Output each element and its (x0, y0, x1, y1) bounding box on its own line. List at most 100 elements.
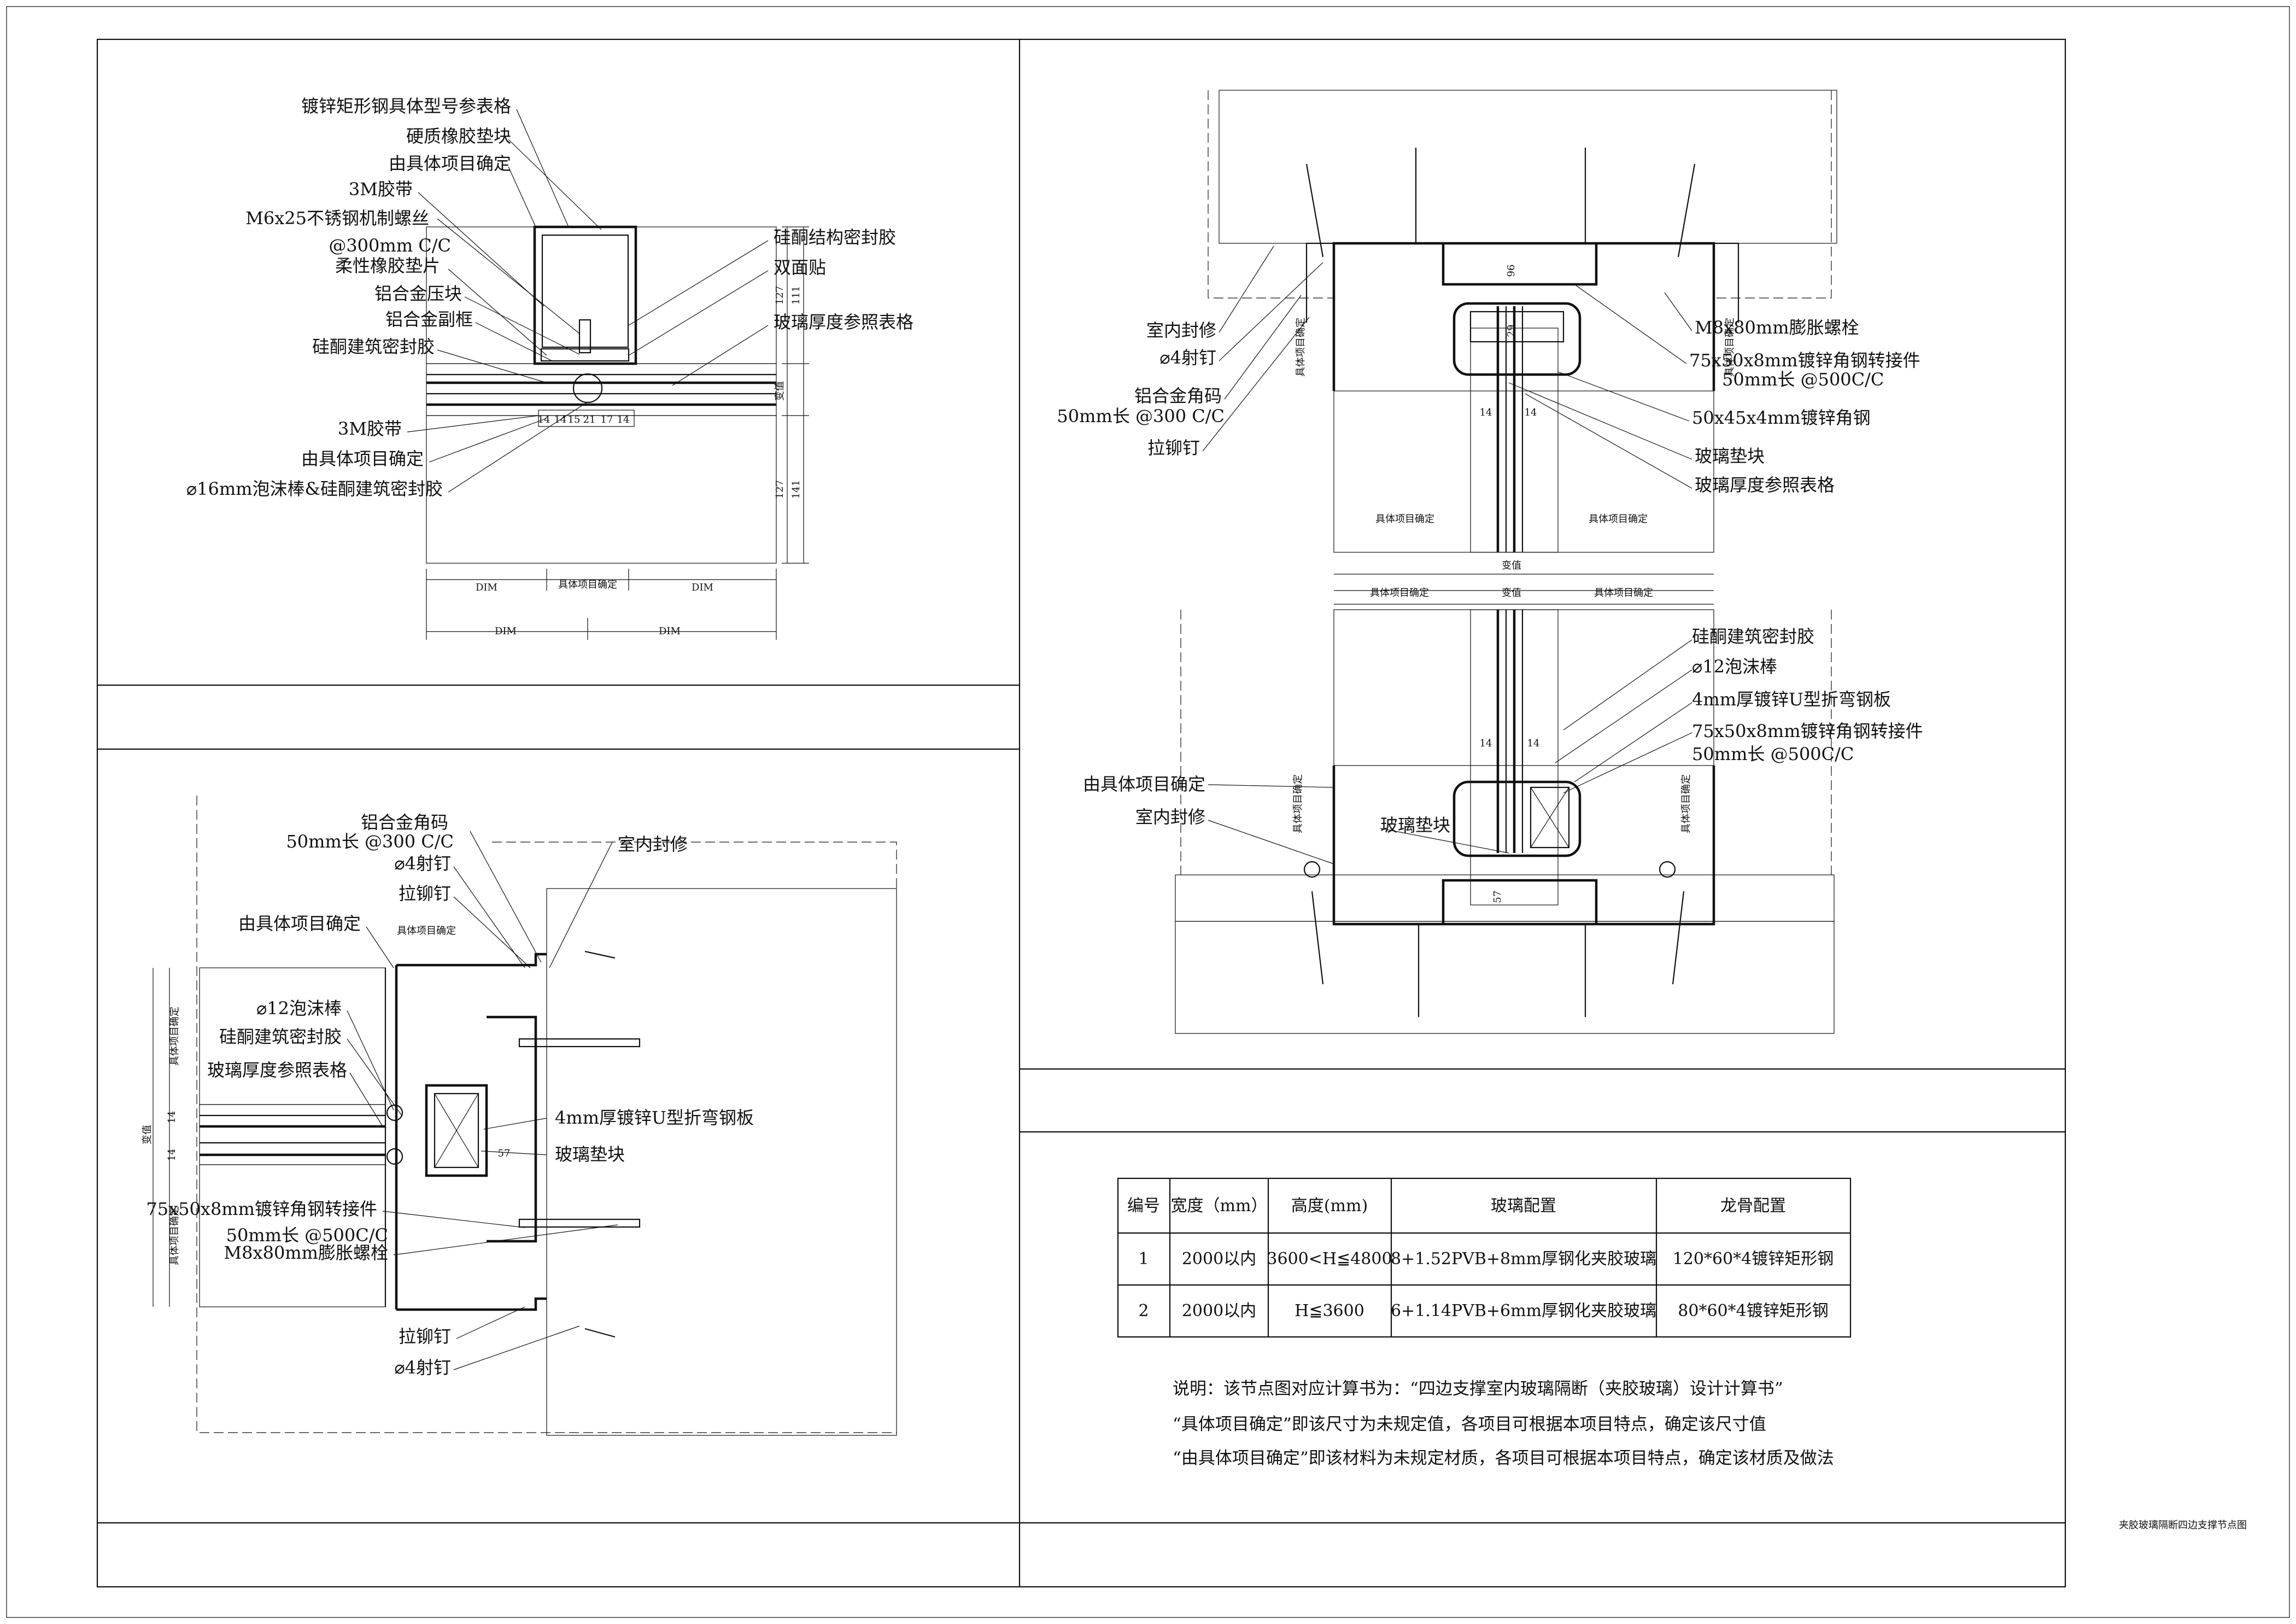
bl-label: 50mm长 @300 C/C (286, 831, 454, 852)
table-header-cell: 玻璃配置 (1491, 1196, 1556, 1216)
tr-left-label: 50mm长 @300 C/C (1057, 406, 1225, 427)
tl-right-label: 硅酮结构密封胶 (774, 227, 896, 248)
table-cell: 2000以内 (1182, 1249, 1256, 1269)
detail-top-left (407, 109, 809, 640)
bl-label: 铝合金角码 (361, 812, 448, 833)
br-top-dim: 具体项目确定 (1594, 587, 1653, 599)
tl-dim: 15 (568, 414, 581, 425)
tr-right-label: M8x80mm膨胀螺栓 (1695, 317, 1859, 338)
tl-label: 柔性橡胶垫片 (335, 255, 440, 276)
bl-label: ⌀12泡沫棒 (256, 998, 342, 1019)
br-dim: 14 (1480, 738, 1492, 749)
table-header-cell: 编号 (1127, 1196, 1160, 1216)
detail-bottom-left (153, 796, 897, 1436)
br-dim: 具体项目确定 (1680, 774, 1692, 833)
br-dim: 具体项目确定 (1292, 774, 1304, 833)
tr-dim: 96 (1506, 265, 1517, 277)
tl-bottom-dim: 具体项目确定 (558, 579, 617, 591)
tl-right-label: 玻璃厚度参照表格 (774, 312, 913, 332)
tl-label: 硬质橡胶垫块 (406, 126, 511, 147)
bl-label: ⌀4射钉 (394, 853, 451, 874)
tl-dim: 127 (774, 286, 786, 305)
br-left-label: 由具体项目确定 (1083, 774, 1205, 795)
tr-right-label: 50mm长 @500C/C (1722, 369, 1884, 390)
bl-right-label: 4mm厚镀锌U型折弯钢板 (555, 1107, 754, 1128)
tr-dim: 14 (1480, 407, 1492, 418)
bl-dim: 具体项目确定 (169, 1007, 180, 1066)
tr-left-label: 铝合金角码 (1134, 385, 1222, 406)
br-left-label: 室内封修 (1135, 807, 1205, 827)
note-line: “由具体项目确定”即该材料为未规定材质，各项目可根据本项目特点，确定该材质及做法 (1173, 1448, 1834, 1468)
table-cell: H≦3600 (1295, 1301, 1364, 1321)
tl-label: @300mm C/C (329, 235, 451, 256)
tl-bottom-dim: DIM (692, 582, 713, 593)
tr-left-label: 室内封修 (1146, 320, 1216, 341)
detail-bottom-right (1175, 590, 1835, 1034)
tr-dim: 具体项目确定 (1375, 513, 1434, 525)
tr-right-label: 玻璃垫块 (1695, 446, 1765, 466)
bl-dim: 具体项目确定 (169, 1206, 180, 1265)
table-cell: 120*60*4镀锌矩形钢 (1673, 1249, 1834, 1269)
table-cell: 6+1.14PVB+6mm厚钢化夹胶玻璃 (1391, 1301, 1656, 1321)
tr-dim: 具体项目确定 (1295, 318, 1307, 377)
table-header-cell: 龙骨配置 (1720, 1196, 1786, 1216)
tr-left-label: 拉铆钉 (1147, 437, 1200, 458)
table-cell: 1 (1138, 1249, 1149, 1269)
tl-label: 镀锌矩形钢具体型号参表格 (301, 96, 511, 116)
tl-dim: 17 (601, 414, 613, 425)
tl-label: M6x25不锈钢机制螺丝 (245, 208, 429, 229)
table-cell: 80*60*4镀锌矩形钢 (1678, 1301, 1828, 1321)
tr-right-label: 玻璃厚度参照表格 (1695, 475, 1835, 495)
br-right-label: ⌀12泡沫棒 (1692, 656, 1777, 677)
tl-label: 铝合金压块 (374, 283, 462, 304)
note-line: 说明：该节点图对应计算书为：“四边支撑室内玻璃隔断（夹胶玻璃）设计计算书” (1173, 1379, 1783, 1399)
tl-label: 由具体项目确定 (301, 448, 424, 469)
note-line: “具体项目确定”即该尺寸为未规定值，各项目可根据本项目特点，确定该尺寸值 (1173, 1415, 1766, 1434)
tl-dim: 111 (790, 286, 802, 305)
drawing-title: 夹胶玻璃隔断四边支撑节点图 (2119, 1520, 2247, 1531)
tl-right-label: 双面贴 (774, 257, 826, 278)
bl-label: 75x50x8mm镀锌角钢转接件 (146, 1199, 377, 1219)
tl-bottom-dim: DIM (476, 582, 497, 593)
sheet-frame (6, 6, 2290, 1618)
table-cell: 3600<H≦4800 (1267, 1249, 1392, 1269)
bl-label: 玻璃厚度参照表格 (207, 1060, 347, 1080)
tl-dim: 127 (774, 480, 786, 499)
br-top-dim: 具体项目确定 (1370, 587, 1429, 599)
bl-right-label: 玻璃垫块 (555, 1144, 625, 1165)
tr-dim: 具体项目确定 (1724, 318, 1736, 377)
table-cell: 2 (1138, 1301, 1149, 1321)
tr-dim: 29 (1506, 325, 1517, 337)
br-inner-label: 玻璃垫块 (1380, 815, 1450, 836)
bl-dim: 具体项目确定 (397, 925, 456, 937)
br-dim: 57 (1492, 891, 1503, 903)
bl-label: M8x80mm膨胀螺栓 (224, 1242, 388, 1263)
br-right-label: 硅酮建筑密封胶 (1692, 626, 1814, 647)
tr-left-label: ⌀4射钉 (1159, 347, 1216, 368)
tr-dim: 14 (1525, 407, 1537, 418)
bl-label: 拉铆钉 (399, 1326, 451, 1347)
tr-dim: 变值 (1502, 560, 1521, 571)
tl-dim: 21 (583, 414, 596, 425)
bl-label: 由具体项目确定 (238, 913, 361, 934)
bl-label: ⌀4射钉 (394, 1357, 451, 1378)
table-cell: 2000以内 (1182, 1301, 1256, 1321)
table-header-cell: 宽度（mm） (1171, 1196, 1268, 1216)
tl-dim: 变值 (774, 381, 786, 401)
tl-dim: 141 (790, 480, 802, 499)
bl-right-label: 室内封修 (618, 834, 688, 855)
tl-label: 铝合金副框 (385, 309, 473, 330)
br-right-label: 4mm厚镀锌U型折弯钢板 (1692, 689, 1891, 710)
br-top-dim: 变值 (1502, 587, 1521, 599)
br-dim: 14 (1527, 738, 1540, 749)
table-header-cell: 高度(mm) (1291, 1196, 1368, 1216)
tl-bottom-dim: DIM (659, 626, 681, 637)
tl-dim: 14 (554, 414, 567, 425)
tl-dim: 14 (538, 414, 550, 425)
br-right-label: 75x50x8mm镀锌角钢转接件 (1692, 721, 1923, 741)
bl-label: 拉铆钉 (399, 883, 451, 904)
tl-dim: 14 (617, 414, 630, 425)
bl-dim: 变值 (142, 1125, 153, 1144)
detail-top-right (1202, 90, 1837, 575)
